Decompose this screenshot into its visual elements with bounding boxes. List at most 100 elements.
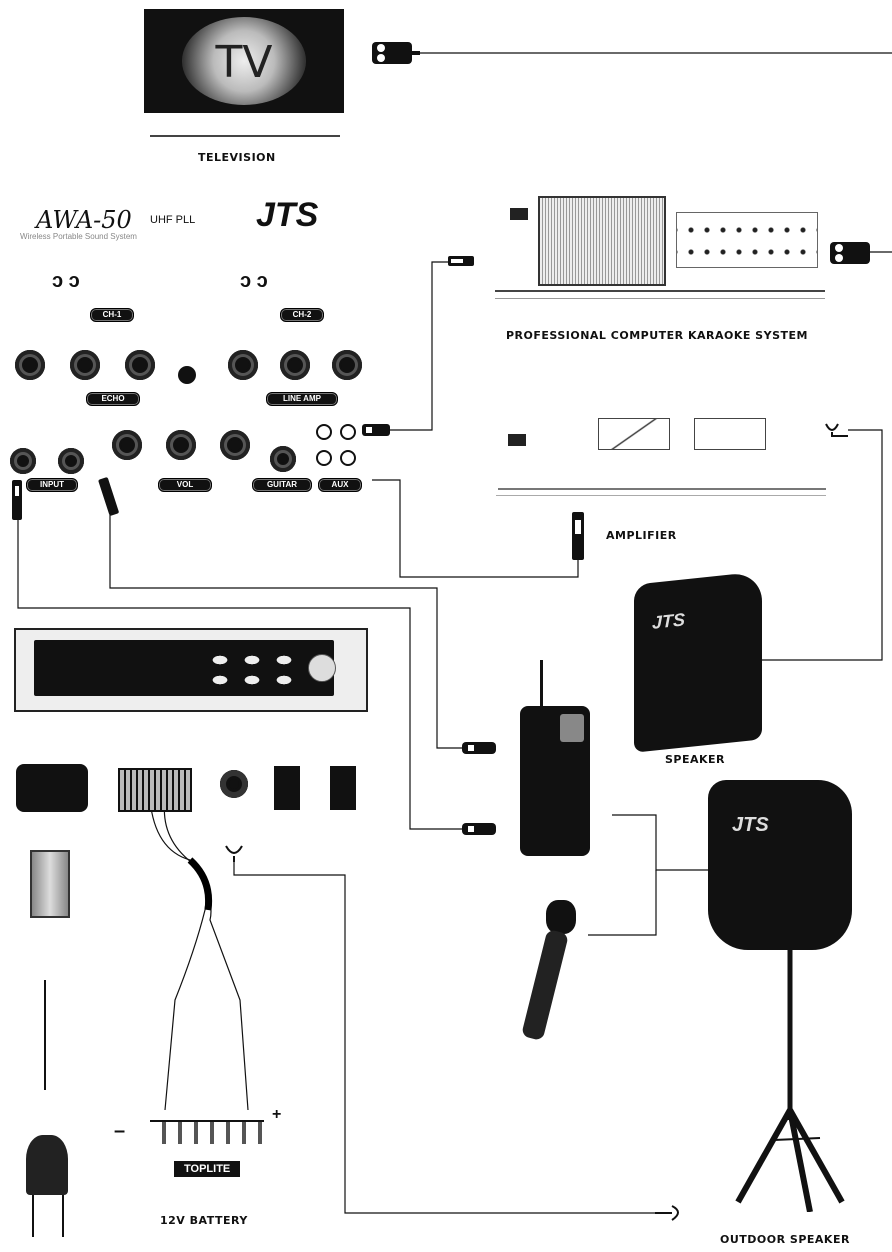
vol-knob-3[interactable] bbox=[220, 430, 250, 460]
caption-karaoke: PROFESSIONAL COMPUTER KARAOKE SYSTEM bbox=[506, 329, 808, 342]
amp-meter-right bbox=[694, 418, 766, 450]
power-led-icon bbox=[178, 366, 196, 384]
speaker-tripod-icon bbox=[735, 940, 845, 1212]
wire-amp-speaker bbox=[700, 429, 883, 661]
karaoke-base bbox=[495, 290, 825, 299]
television: TV bbox=[144, 9, 344, 113]
battery-minus-label: – bbox=[114, 1120, 126, 1142]
tv-screen-glow bbox=[182, 17, 306, 105]
wire-receiver-outdoor bbox=[612, 814, 712, 871]
label-guitar: GUITAR bbox=[252, 478, 312, 492]
rca-plug-icon bbox=[830, 242, 870, 264]
tv-screen-text: TV bbox=[215, 37, 273, 88]
jack-plug-icon bbox=[572, 512, 584, 560]
bodypack-antenna bbox=[540, 660, 543, 708]
rca-plug-icon bbox=[372, 42, 420, 64]
wire-battery-lead-black bbox=[163, 799, 249, 1111]
panel-model: AWA-50 bbox=[36, 206, 132, 234]
mic-grille bbox=[546, 900, 576, 934]
echo-knob-3[interactable] bbox=[125, 350, 155, 380]
amplifier-base bbox=[496, 489, 826, 496]
label-ch1: CH-1 bbox=[90, 308, 134, 322]
dc-terminal-block bbox=[118, 768, 192, 812]
amplifier bbox=[498, 408, 826, 490]
power-switch-1[interactable] bbox=[274, 766, 300, 810]
line-amp-knob-3[interactable] bbox=[332, 350, 362, 380]
power-switch-2[interactable] bbox=[330, 766, 356, 810]
wire-speaker-out bbox=[233, 862, 655, 1214]
spade-terminal-icon bbox=[655, 1205, 679, 1221]
karaoke-speaker-grille bbox=[538, 196, 666, 286]
caption-battery: 12V BATTERY bbox=[160, 1214, 248, 1227]
wire-mic-outdoor bbox=[588, 870, 657, 936]
wire-aux-amplifier bbox=[372, 479, 579, 578]
outdoor-speaker-brand: JTS bbox=[732, 814, 769, 836]
wire-input-receiver-2 bbox=[17, 520, 470, 830]
power-plug-icon bbox=[30, 850, 70, 918]
caption-amplifier: AMPLIFIER bbox=[606, 529, 677, 542]
ch1-knob-icon[interactable]: ↄ ↄ bbox=[52, 270, 80, 292]
caption-speaker: SPEAKER bbox=[665, 753, 726, 766]
speaker: JTS bbox=[634, 571, 762, 753]
amp-meter-left bbox=[598, 418, 670, 450]
karaoke-control-panel bbox=[676, 212, 818, 268]
ch2-knob-icon[interactable]: ↄ ↄ bbox=[240, 270, 268, 292]
rack-receiver bbox=[14, 628, 368, 712]
jack-plug-icon bbox=[12, 480, 22, 520]
label-vol: VOL bbox=[158, 478, 212, 492]
battery bbox=[150, 1120, 264, 1144]
tv-stand bbox=[150, 135, 340, 137]
karaoke-system bbox=[498, 192, 828, 288]
power-socket-icon bbox=[16, 764, 88, 812]
echo-knob-1[interactable] bbox=[15, 350, 45, 380]
guitar-jack[interactable] bbox=[270, 446, 296, 472]
karaoke-power-button[interactable] bbox=[510, 208, 528, 220]
label-aux: AUX bbox=[318, 478, 362, 492]
wireless-bodypack bbox=[520, 706, 590, 856]
input-jack-1[interactable] bbox=[10, 448, 36, 474]
aux-jack-1[interactable] bbox=[316, 424, 332, 440]
jack-plug-icon bbox=[98, 477, 119, 516]
line-amp-knob-1[interactable] bbox=[228, 350, 258, 380]
wire-battery-lead-red bbox=[149, 799, 207, 1111]
battery-cable-bundle bbox=[187, 857, 213, 911]
label-ch2: CH-2 bbox=[280, 308, 324, 322]
handheld-microphone bbox=[520, 900, 580, 1050]
caption-outdoor-speaker: OUTDOOR SPEAKER bbox=[720, 1233, 850, 1246]
bodypack-clip bbox=[560, 714, 584, 742]
spade-terminal-icon bbox=[225, 845, 243, 862]
speaker-out-jack[interactable] bbox=[220, 770, 248, 798]
label-echo: ECHO bbox=[86, 392, 140, 406]
aux-jack-3[interactable] bbox=[316, 450, 332, 466]
jack-plug-icon bbox=[448, 256, 474, 266]
panel-subtitle: Wireless Portable Sound System bbox=[20, 232, 137, 241]
speaker-brand: JTS bbox=[652, 609, 686, 633]
plug-pins bbox=[32, 1195, 64, 1237]
rack-button-grid[interactable] bbox=[204, 650, 300, 690]
xlr-plug-icon bbox=[462, 742, 496, 754]
mains-plug-icon bbox=[26, 1135, 68, 1195]
vol-knob-2[interactable] bbox=[166, 430, 196, 460]
battery-plus-label: + bbox=[272, 1106, 282, 1123]
label-line-amp: LINE AMP bbox=[266, 392, 338, 406]
mic-body bbox=[521, 928, 569, 1042]
input-jack-2[interactable] bbox=[58, 448, 84, 474]
outdoor-speaker: JTS bbox=[708, 780, 852, 950]
spade-terminal-icon bbox=[825, 423, 848, 437]
aux-plug-icon bbox=[362, 424, 390, 436]
aux-jack-4[interactable] bbox=[340, 450, 356, 466]
amp-power-button[interactable] bbox=[508, 434, 526, 446]
panel-brand: JTS bbox=[256, 196, 319, 234]
panel-model-suffix: UHF PLL bbox=[150, 214, 196, 226]
label-input: INPUT bbox=[26, 478, 78, 492]
wire-aux-karaoke bbox=[390, 261, 450, 431]
rack-dial-icon[interactable] bbox=[308, 654, 336, 682]
aux-jack-2[interactable] bbox=[340, 424, 356, 440]
wire-input-receiver-1 bbox=[109, 515, 470, 749]
vol-knob-1[interactable] bbox=[112, 430, 142, 460]
line-amp-knob-2[interactable] bbox=[280, 350, 310, 380]
battery-brand: TOPLITE bbox=[174, 1161, 241, 1177]
echo-knob-2[interactable] bbox=[70, 350, 100, 380]
caption-television: TELEVISION bbox=[198, 151, 276, 164]
